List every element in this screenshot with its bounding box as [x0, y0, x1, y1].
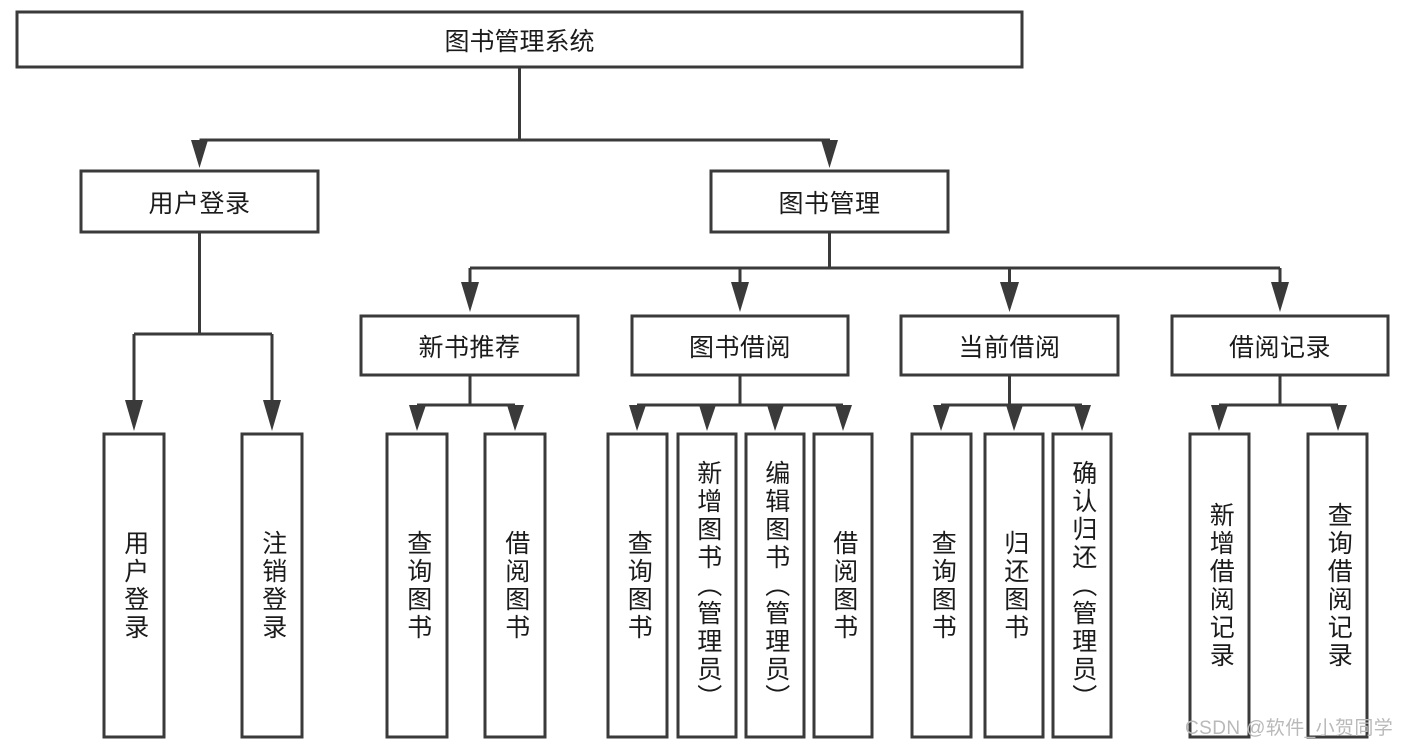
csdn-watermark: CSDN @软件_小贺同学: [1185, 718, 1394, 739]
connector-currentborrow-to-leaves: [933, 375, 1091, 431]
node-box-root[interactable]: [15, 10, 1024, 69]
node-box-leaf-return-book[interactable]: [983, 432, 1045, 739]
node-box-leaf-user-login[interactable]: [102, 432, 166, 739]
connector-newbook-to-leaves: [409, 375, 524, 431]
node-box-leaf-edit-book[interactable]: [744, 432, 806, 739]
node-box-leaf-borrow-book-2[interactable]: [812, 432, 874, 739]
node-box-leaf-add-record[interactable]: [1188, 432, 1251, 739]
node-box-book-borrow[interactable]: [630, 314, 850, 377]
node-box-leaf-query-record[interactable]: [1306, 432, 1369, 739]
node-box-leaf-user-logout[interactable]: [240, 432, 304, 739]
connector-bookmanage-to-level3: [461, 232, 1289, 312]
connector-root-to-level2: [191, 67, 838, 168]
node-box-leaf-confirm-return[interactable]: [1051, 432, 1113, 739]
node-box-borrow-record[interactable]: [1170, 314, 1390, 377]
node-box-user-login[interactable]: [79, 169, 320, 234]
node-box-leaf-query-book-1[interactable]: [385, 432, 449, 739]
node-box-leaf-query-book-3[interactable]: [910, 432, 973, 739]
node-box-leaf-borrow-book-1[interactable]: [483, 432, 547, 739]
node-box-leaf-query-book-2[interactable]: [606, 432, 669, 739]
connector-userlogin-to-leaves: [125, 232, 281, 431]
connector-bookborrow-to-leaves: [629, 375, 852, 431]
node-box-book-manage[interactable]: [709, 169, 950, 234]
node-box-new-book-recommend[interactable]: [359, 314, 580, 377]
node-box-leaf-add-book[interactable]: [676, 432, 738, 739]
node-box-current-borrow[interactable]: [899, 314, 1120, 377]
connector-borrowrecord-to-leaves: [1211, 375, 1347, 431]
